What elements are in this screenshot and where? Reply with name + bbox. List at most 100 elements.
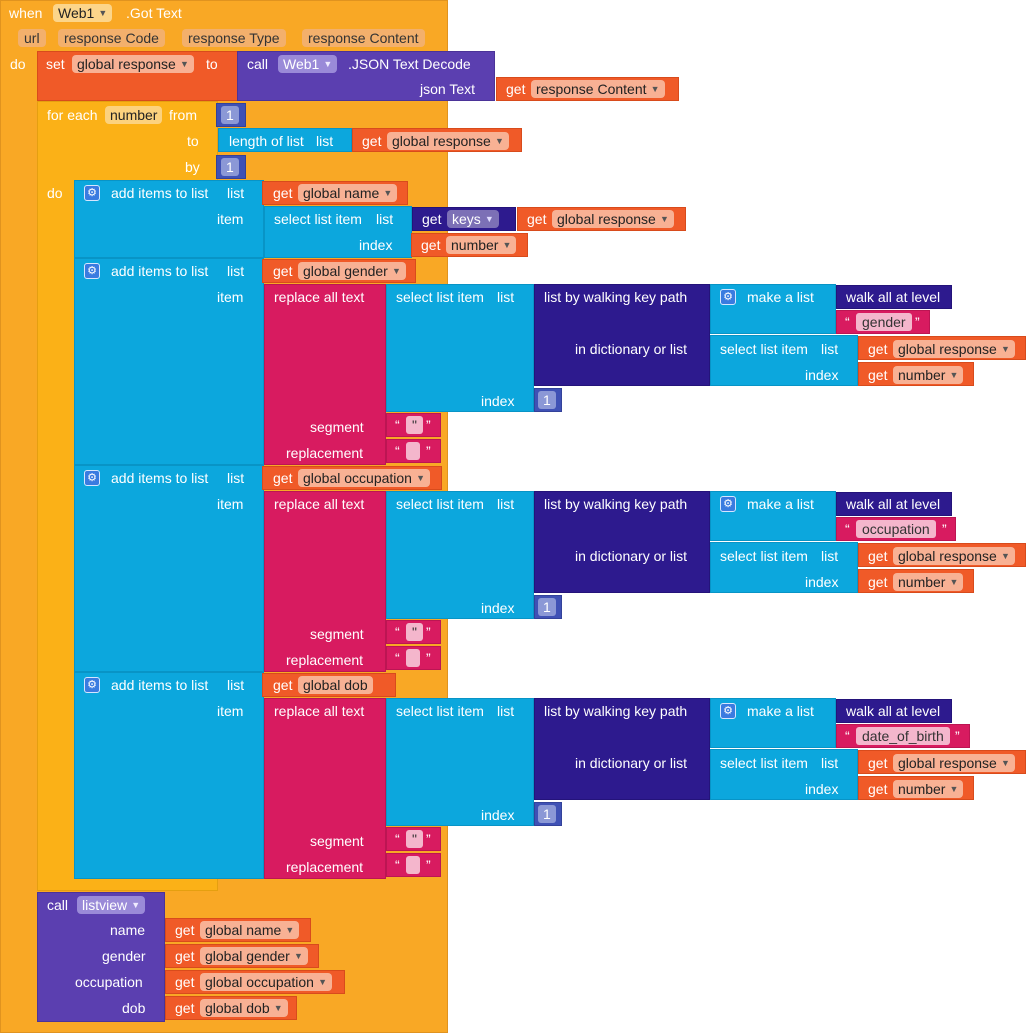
walk-all-at-level-block[interactable] [836,285,952,309]
dropdown-arrow-icon: ▼ [273,1003,283,1013]
select-list-label: list [497,496,515,512]
select-list-label: list [821,755,839,771]
walk-all-at-level-block[interactable] [836,492,952,516]
replacement-empty-value[interactable] [406,856,420,874]
select-list-item-label: select list item [720,548,808,564]
get-label: get [527,211,547,227]
add-items-global-gender-block[interactable] [74,258,264,465]
dropdown-arrow-icon: ▼ [484,214,494,224]
segment-label: segment [310,626,364,642]
select-list-item-label: select list item [396,703,484,719]
mutator-gear-icon[interactable]: ⚙ [84,263,100,279]
param-response-content[interactable]: response Content [302,29,425,47]
number-dropdown[interactable]: number▼ [446,236,517,254]
dropdown-arrow-icon: ▼ [1000,344,1010,354]
index-number[interactable]: 1 [538,391,556,409]
segment-value[interactable]: " [406,623,423,641]
select-list-label: list [821,548,839,564]
add-items-global-name-block[interactable] [74,180,264,258]
dropdown-arrow-icon: ▼ [323,59,333,69]
global-response-dropdown[interactable]: global response▼ [552,210,674,228]
index-number[interactable]: 1 [538,598,556,616]
mutator-gear-icon[interactable]: ⚙ [84,677,100,693]
select-list-item-block[interactable] [264,206,412,258]
get-label: get [868,574,888,590]
number-dropdown[interactable]: number▼ [893,780,964,798]
number-dropdown[interactable]: number▼ [893,366,964,384]
select-list-item-block[interactable] [710,749,858,800]
get-label: get [273,470,293,486]
index-label: index [481,807,515,823]
quote-open: “ [395,857,400,873]
global-gender-dropdown[interactable]: global gender▼ [298,262,406,280]
for-each-var[interactable]: number [105,106,163,124]
global-dob-dropdown[interactable]: global dob [298,676,373,694]
get-label: get [175,1000,195,1016]
index-number[interactable]: 1 [538,805,556,823]
quote-close: ” [426,857,431,873]
param-url[interactable]: url [18,29,46,47]
text-dob-value[interactable]: date_of_birth [856,727,950,745]
global-occupation-dropdown[interactable]: global occupation▼ [200,973,332,991]
number-dropdown[interactable]: number▼ [893,573,964,591]
list-by-walking-key-path-block[interactable] [534,698,710,800]
listview-component-dropdown[interactable]: listview▼ [77,896,146,914]
select-list-item-block[interactable] [710,542,858,593]
mutator-gear-icon[interactable]: ⚙ [84,185,100,201]
mutator-gear-icon[interactable]: ⚙ [720,289,736,305]
by-number[interactable]: 1 [221,158,239,176]
replacement-empty-value[interactable] [406,442,420,460]
dropdown-arrow-icon: ▼ [494,136,504,146]
global-name-dropdown[interactable]: global name▼ [200,921,300,939]
set-var-dropdown[interactable]: global response▼ [72,55,194,73]
select-list-item-block[interactable] [386,284,534,412]
global-gender-dropdown[interactable]: global gender▼ [200,947,308,965]
global-occupation-dropdown[interactable]: global occupation▼ [298,469,430,487]
add-items-global-occupation-block[interactable] [74,465,264,672]
select-list-item-block[interactable] [386,491,534,619]
from-number[interactable]: 1 [221,106,239,124]
walk-all-at-level-block[interactable] [836,699,952,723]
make-a-list-block[interactable] [710,491,836,541]
text-gender-value[interactable]: gender [856,313,912,331]
select-list-item-label: select list item [720,341,808,357]
length-of-list-block[interactable] [218,128,352,152]
set-label: set [46,56,65,72]
select-list-item-block[interactable] [386,698,534,826]
arg-occupation-label: occupation [75,974,143,990]
event-component-dropdown[interactable]: Web1▼ [53,4,113,22]
param-response-code[interactable]: response Code [58,29,165,47]
list-by-walking-key-path-block[interactable] [534,491,710,593]
get-label: get [421,237,441,253]
mutator-gear-icon[interactable]: ⚙ [720,496,736,512]
in-dict-label: in dictionary or list [575,548,688,564]
get-response-content-dropdown[interactable]: response Content▼ [531,80,665,98]
global-name-dropdown[interactable]: global name▼ [298,184,398,202]
add-items-global-dob-block[interactable] [74,672,264,879]
segment-value[interactable]: " [406,416,423,434]
replace-all-text-block[interactable] [264,284,386,465]
text-occupation-value[interactable]: occupation [856,520,936,538]
get-label: get [175,948,195,964]
get-global-response-dropdown[interactable]: global response▼ [387,132,509,150]
global-response-dropdown[interactable]: global response▼ [893,754,1015,772]
walk-label: list by walking key path [544,496,688,512]
decode-component-dropdown[interactable]: Web1▼ [278,55,338,73]
global-response-dropdown[interactable]: global response▼ [893,340,1015,358]
replace-all-text-block[interactable] [264,491,386,672]
dropdown-arrow-icon: ▼ [179,59,189,69]
keys-dropdown[interactable]: keys▼ [447,210,499,228]
dropdown-arrow-icon: ▼ [949,370,959,380]
param-response-type[interactable]: response Type [182,29,286,47]
mutator-gear-icon[interactable]: ⚙ [84,470,100,486]
global-response-dropdown[interactable]: global response▼ [893,547,1015,565]
list-by-walking-key-path-block[interactable] [534,284,710,386]
select-list-item-block[interactable] [710,335,858,386]
to-label: to [187,133,199,149]
quote-open: “ [395,624,400,640]
replacement-empty-value[interactable] [406,649,420,667]
replace-all-text-block[interactable] [264,698,386,879]
segment-value[interactable]: " [406,830,423,848]
global-dob-dropdown[interactable]: global dob▼ [200,999,288,1017]
mutator-gear-icon[interactable]: ⚙ [720,703,736,719]
